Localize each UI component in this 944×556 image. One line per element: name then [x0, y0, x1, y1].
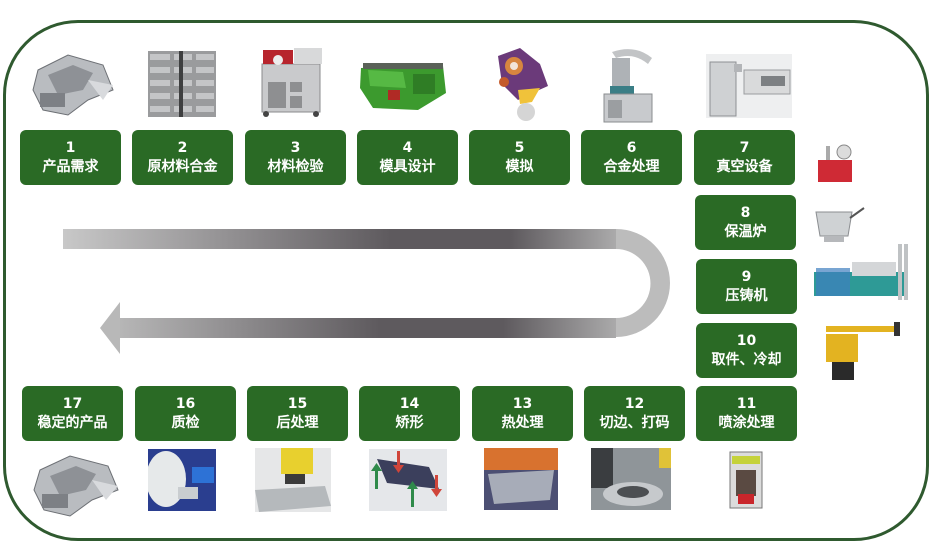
- step-8[interactable]: 8 保温炉: [695, 195, 796, 250]
- step-number: 1: [65, 139, 76, 156]
- step-label: 切边、打码: [599, 414, 670, 431]
- vacuum-equipment-image: [706, 54, 792, 118]
- step-14[interactable]: 14 矫形: [359, 386, 460, 441]
- die-casting-machine-image: [814, 244, 908, 300]
- step-label: 后处理: [276, 414, 319, 431]
- machining-robot-image: [255, 448, 331, 512]
- step-1[interactable]: 1 产品需求: [20, 130, 121, 185]
- step-13[interactable]: 13 热处理: [472, 386, 573, 441]
- step-number: 9: [741, 268, 752, 285]
- step-5[interactable]: 5 模拟: [469, 130, 570, 185]
- holding-furnace-image: [818, 144, 852, 182]
- process-frame: [3, 20, 929, 541]
- step-label: 热处理: [501, 414, 544, 431]
- step-label: 取件、冷却: [711, 351, 782, 368]
- step-7[interactable]: 7 真空设备: [694, 130, 795, 185]
- step-label: 保温炉: [724, 223, 767, 240]
- holding-furnace-body-image: [815, 207, 865, 242]
- step-label: 矫形: [395, 414, 424, 431]
- final-product-image: [33, 455, 119, 517]
- step-number: 6: [626, 139, 637, 156]
- inspection-image: [148, 449, 216, 511]
- alloy-treatment-machine-image: [603, 49, 653, 123]
- step-number: 13: [512, 395, 533, 412]
- arrow-bottom-band: [118, 318, 616, 338]
- step-11[interactable]: 11 喷涂处理: [696, 386, 797, 441]
- step-15[interactable]: 15 后处理: [247, 386, 348, 441]
- arrow-head: [100, 302, 120, 354]
- spectrometer-cart-image: [261, 48, 322, 117]
- step-label: 产品需求: [42, 158, 99, 175]
- alloy-ingots-image: [148, 51, 216, 117]
- step-label: 稳定的产品: [37, 414, 108, 431]
- step-number: 5: [514, 139, 525, 156]
- step-number: 8: [740, 204, 751, 221]
- step-number: 12: [624, 395, 645, 412]
- step-16[interactable]: 16 质检: [135, 386, 236, 441]
- step-9[interactable]: 9 压铸机: [696, 259, 797, 314]
- step-number: 17: [62, 395, 83, 412]
- step-number: 2: [177, 139, 188, 156]
- step-number: 10: [736, 332, 757, 349]
- step-number: 16: [175, 395, 196, 412]
- step-label: 压铸机: [725, 287, 768, 304]
- step-label: 合金处理: [603, 158, 660, 175]
- step-number: 3: [290, 139, 301, 156]
- step-number: 7: [739, 139, 750, 156]
- step-label: 模拟: [505, 158, 534, 175]
- mold-model-image: [360, 63, 446, 110]
- heat-treatment-image: [484, 448, 558, 510]
- straightening-image: [369, 449, 447, 511]
- step-label: 喷涂处理: [718, 414, 775, 431]
- simulation-image: [498, 48, 548, 121]
- step-number: 4: [402, 139, 413, 156]
- step-6[interactable]: 6 合金处理: [581, 130, 682, 185]
- step-10[interactable]: 10 取件、冷却: [696, 323, 797, 378]
- step-number: 14: [399, 395, 420, 412]
- step-number: 15: [287, 395, 308, 412]
- arrow-top-band: [63, 229, 616, 249]
- step-17[interactable]: 17 稳定的产品: [22, 386, 123, 441]
- step-4[interactable]: 4 模具设计: [357, 130, 458, 185]
- step-label: 真空设备: [716, 158, 773, 175]
- step-3[interactable]: 3 材料检验: [245, 130, 346, 185]
- cast-part-image: [32, 54, 114, 116]
- step-label: 材料检验: [267, 158, 324, 175]
- step-2[interactable]: 2 原材料合金: [132, 130, 233, 185]
- step-label: 原材料合金: [147, 158, 218, 175]
- arrow-u-bend: [616, 229, 670, 337]
- step-label: 模具设计: [379, 158, 436, 175]
- trimming-press-image: [591, 448, 671, 510]
- extraction-robot-image: [826, 322, 900, 380]
- step-12[interactable]: 12 切边、打码: [584, 386, 685, 441]
- step-label: 质检: [171, 414, 200, 431]
- step-number: 11: [736, 395, 757, 412]
- spray-machine-image: [729, 451, 763, 509]
